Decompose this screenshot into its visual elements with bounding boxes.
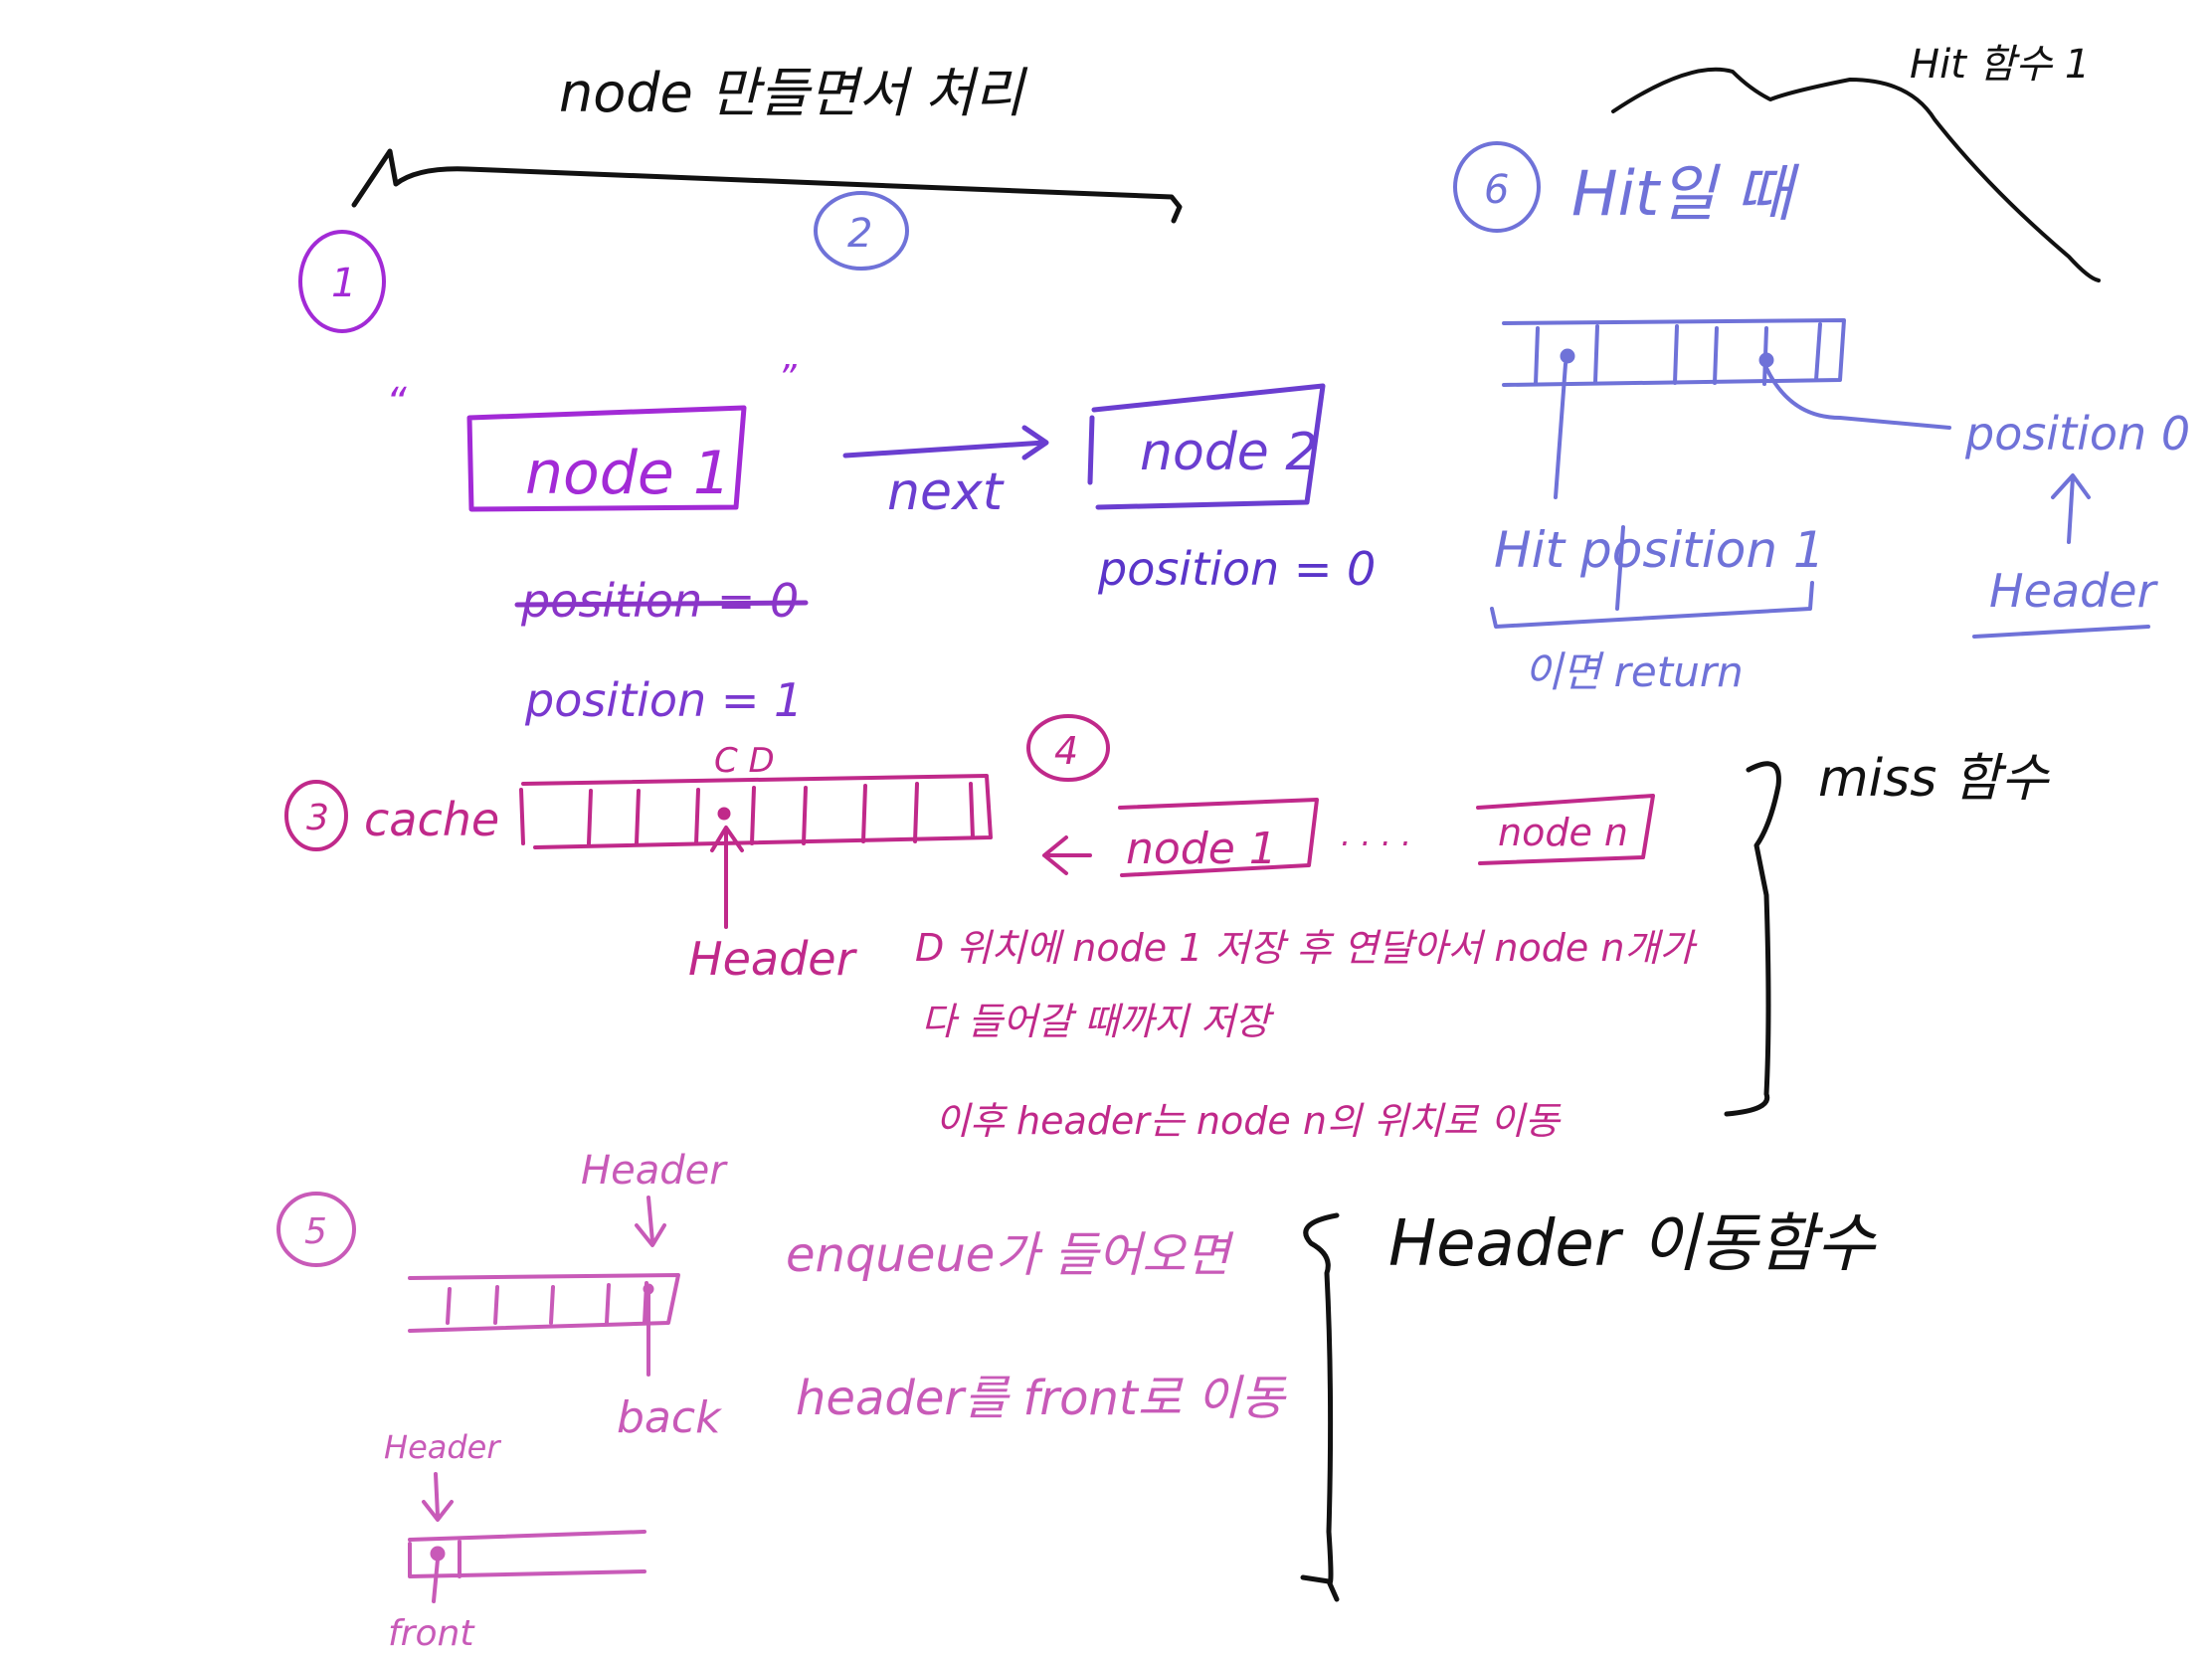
next-arrow (842, 425, 1049, 461)
strikethrough-line (514, 600, 809, 608)
cache-array (521, 774, 993, 849)
hit-slot-dot (1560, 348, 1575, 364)
hit-position: Hit position 1 (1494, 521, 1825, 579)
corner-note: Hit 함수 1 (1910, 42, 2090, 88)
top-header-arrow (635, 1196, 666, 1247)
header-move-brace (1300, 1212, 1340, 1602)
step5-marker: 5 (304, 1211, 327, 1252)
step6-marker: 6 (1484, 167, 1509, 213)
miss-function-label: miss 함수 (1818, 749, 2051, 809)
hit-bracket (1490, 581, 1814, 629)
header-move-function-label: Header 이동함수 (1388, 1207, 1877, 1281)
step5-circle (276, 1192, 356, 1267)
top-header-label: Header (581, 1148, 728, 1194)
node2-position: position = 0 (1097, 542, 1376, 596)
step4-marker: 4 (1054, 729, 1078, 773)
miss-brace (1724, 761, 1781, 1117)
small-header-arrow (422, 1472, 454, 1522)
page-title: node 만들면서 처리 (559, 62, 1027, 124)
slot-letters: C D (714, 741, 775, 781)
step4-circle (1026, 714, 1110, 782)
return-label: 이면 return (1524, 647, 1744, 696)
queue-array (408, 1273, 680, 1333)
step6-title: Hit일 때 (1571, 157, 1800, 230)
step2-marker: 2 (847, 211, 872, 257)
move-note: header를 front로 이동 (796, 1371, 1287, 1426)
ellipsis: . . . . (1341, 816, 1411, 853)
queue-cells (446, 1281, 648, 1325)
step6-circle (1453, 141, 1541, 233)
hit-pointer-line (1554, 362, 1567, 499)
cache-slot-dot (717, 807, 731, 821)
up-arrow (2051, 473, 2091, 544)
miss-noden-label: node n (1498, 811, 1628, 854)
step3-marker: 3 (306, 798, 329, 838)
miss-note-line2: 다 들어갈 때까지 저장 (921, 1000, 1275, 1043)
hit-cache-cells (1534, 322, 1822, 386)
node1-box (466, 405, 747, 512)
step1-close-quote: ” (778, 358, 797, 399)
small-header-label: Header (384, 1428, 501, 1466)
left-arrow (1042, 835, 1092, 875)
front-queue-array (408, 1530, 646, 1578)
step2-circle (814, 191, 909, 271)
step1-open-quote: “ (386, 380, 407, 426)
position-pointer-line (1764, 366, 1951, 430)
step1-marker: 1 (331, 261, 356, 306)
miss-node1-box (1118, 798, 1319, 877)
cache-header-label: Header (688, 932, 858, 986)
miss-node1-label: node 1 (1126, 824, 1277, 874)
title-bracket (351, 148, 1183, 224)
next-label: next (887, 462, 1005, 522)
node2-label: node 2 (1140, 423, 1318, 482)
step1-circle (298, 230, 386, 333)
hill-curve (1611, 67, 2101, 282)
right-header: Header (1989, 564, 2159, 618)
header-arrow (710, 826, 744, 929)
hit-cache-array (1502, 318, 1846, 387)
node1-label: node 1 (525, 439, 731, 508)
back-label: back (617, 1392, 722, 1443)
miss-note-line1: D 위치에 node 1 저장 후 연달아서 node n개가 (915, 926, 1698, 970)
miss-noden-box (1476, 794, 1655, 865)
right-position: position 0 (1964, 407, 2190, 461)
step3-circle (284, 780, 348, 851)
new-position: position = 1 (524, 673, 803, 727)
front-label: front (388, 1613, 475, 1654)
position-slot-dot (1758, 352, 1774, 368)
cache-cells (519, 782, 975, 845)
miss-note-line3: 이후 header는 node n의 위치로 이동 (935, 1099, 1562, 1143)
enqueue-note: enqueue가 들어오면 (786, 1227, 1234, 1283)
node2-box (1091, 383, 1326, 510)
cache-label: cache (364, 793, 499, 846)
